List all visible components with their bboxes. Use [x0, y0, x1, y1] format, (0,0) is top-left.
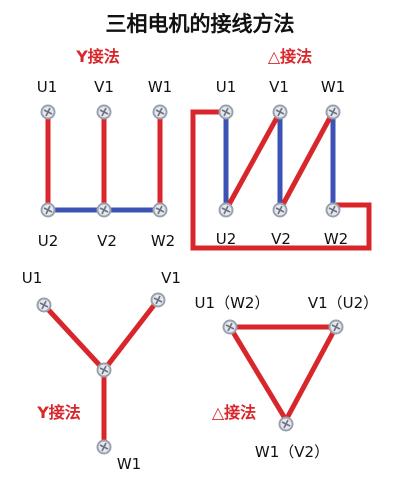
star-node-u-label: U1 — [22, 269, 43, 287]
star-label-w2: W2 — [151, 232, 175, 250]
screw-terminal-icon — [95, 361, 113, 379]
delta-label-v2: V2 — [271, 230, 291, 248]
delta-label-w2: W2 — [324, 230, 348, 248]
delta-terminal-block: △接法 U1 V1 W1 U2 V2 W2 — [190, 47, 372, 251]
screw-terminal-icon — [271, 201, 289, 219]
screw-terminal-icon — [217, 201, 235, 219]
star-label-u2: U2 — [38, 232, 59, 250]
star-label-u1: U1 — [37, 78, 58, 96]
delta-node-right-label: V1（U2） — [308, 294, 378, 312]
screw-terminal-icon — [39, 201, 57, 219]
delta-schematic-heading: △接法 — [212, 403, 256, 422]
screw-terminal-icon — [95, 201, 113, 219]
delta-label-u2: U2 — [216, 230, 237, 248]
star-label-v2: V2 — [97, 232, 117, 250]
screw-terminal-icon — [151, 103, 169, 121]
screw-terminal-icon — [217, 103, 235, 121]
screw-terminal-icon — [151, 201, 169, 219]
screw-terminal-icon — [277, 415, 295, 433]
star-label-v1: V1 — [94, 78, 114, 96]
delta-terminal-heading: △接法 — [268, 47, 312, 66]
delta-label-v1: V1 — [269, 78, 289, 96]
delta-wire-v2-w1 — [277, 110, 336, 212]
delta-schematic: U1（W2） V1（U2） △接法 W1（V2） — [195, 294, 379, 461]
delta-label-u1: U1 — [216, 78, 237, 96]
page-title: 三相电机的接线方法 — [106, 12, 295, 36]
star-terminal-block: Y接法 U1 V1 W1 U2 V2 W2 — [37, 47, 175, 250]
screw-terminal-icon — [327, 318, 345, 336]
screw-terminal-icon — [271, 103, 289, 121]
screw-terminal-icon — [35, 296, 53, 314]
star-node-w-label: W1 — [117, 455, 141, 473]
delta-wire-loop — [190, 109, 372, 251]
screw-terminal-icon — [324, 201, 342, 219]
screw-terminal-icon — [39, 103, 57, 121]
screw-terminal-icon — [95, 438, 113, 456]
star-branch-v — [102, 298, 160, 372]
delta-node-bottom-label: W1（V2） — [255, 443, 329, 461]
star-terminal-heading: Y接法 — [75, 47, 120, 66]
star-schematic: U1 V1 Y接法 W1 — [22, 269, 181, 473]
delta-wire-u2-v1 — [223, 110, 283, 212]
delta-node-left-label: U1（W2） — [195, 294, 270, 312]
star-label-w1: W1 — [148, 78, 172, 96]
delta-label-w1: W1 — [321, 78, 345, 96]
star-node-v-label: V1 — [161, 269, 181, 287]
screw-terminal-icon — [221, 318, 239, 336]
star-schematic-heading: Y接法 — [36, 403, 81, 422]
star-branch-u — [42, 303, 106, 372]
delta-triangle — [225, 324, 341, 426]
screw-terminal-icon — [324, 103, 342, 121]
screw-terminal-icon — [95, 103, 113, 121]
screw-terminal-icon — [149, 291, 167, 309]
